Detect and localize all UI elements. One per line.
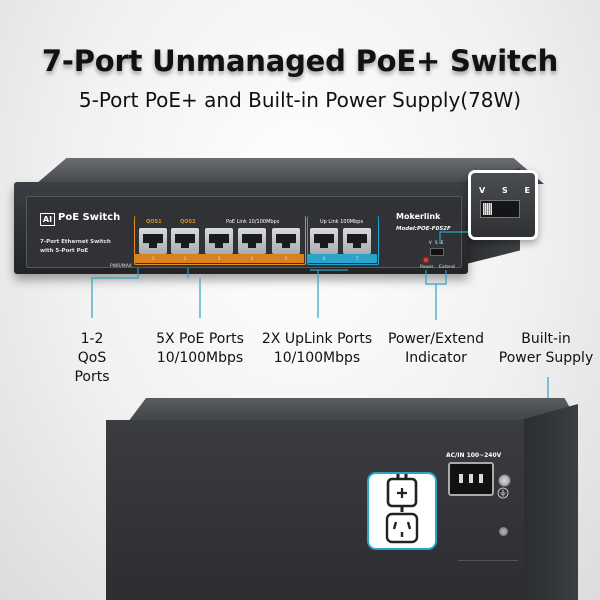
- back-panel-vent: [458, 560, 518, 571]
- port-number: 5: [284, 257, 288, 262]
- poe-callout-line2: 10/100Mbps: [156, 350, 244, 366]
- indicator-callout-line2: Indicator: [405, 350, 467, 366]
- uplink-port-group: [307, 216, 379, 265]
- ethernet-port-2[interactable]: [171, 228, 199, 254]
- poe-color-strip: [134, 254, 304, 263]
- uplink-group-label: Up Link 100Mbps: [320, 219, 364, 225]
- ethernet-port-7[interactable]: [343, 228, 371, 254]
- vse-mode-switch[interactable]: [430, 248, 444, 256]
- model-number: Model:POE-F052F: [396, 226, 451, 232]
- qos-callout-line1: 1-2: [80, 331, 104, 347]
- uplink-callout-line2: 10/100Mbps: [273, 350, 361, 366]
- ethernet-port-4[interactable]: [238, 228, 266, 254]
- qos-callout-line2: QoS Ports: [74, 350, 110, 385]
- zoom-vse-label: V S E: [479, 186, 537, 195]
- indicator-callout-line1: Power/Extend: [387, 331, 485, 347]
- ethernet-port-1[interactable]: [139, 228, 167, 254]
- ethernet-port-6[interactable]: [310, 228, 338, 254]
- indicator-callout-line: [425, 270, 447, 285]
- poe-group-label: PoE Link 10/100Mbps: [226, 219, 280, 225]
- power-led-icon: [424, 258, 428, 262]
- poe-callout: 5X PoE Ports 10/100Mbps: [140, 330, 260, 368]
- uplink-callout: 2X UpLink Ports 10/100Mbps: [254, 330, 380, 368]
- ethernet-port-5[interactable]: [272, 228, 300, 254]
- pwr-max-label: PWR/MAX: [110, 264, 132, 269]
- power-plug-card: [367, 472, 437, 550]
- switch-back-body: [106, 420, 524, 600]
- port-number: 1: [151, 257, 155, 262]
- port-number: 7: [355, 257, 359, 262]
- ai-badge: AI: [40, 213, 55, 226]
- ac-input-label: AC/IN 100~240V: [446, 452, 502, 459]
- port-number: 6: [322, 257, 326, 262]
- description-line-2: with 5-Port PoE: [40, 248, 89, 254]
- uplink-callout-line1: 2X UpLink Ports: [261, 331, 373, 347]
- port-number: 4: [250, 257, 254, 262]
- product-name: PoE Switch: [58, 212, 121, 223]
- ground-symbol-icon: [497, 487, 509, 499]
- switch-back-side: [522, 404, 578, 600]
- qos1-label: QOS1: [146, 219, 162, 225]
- description-line-1: 7-Port Ethernet Switch: [40, 239, 111, 245]
- uplink-color-strip: [307, 254, 377, 263]
- poe-callout-line1: 5X PoE Ports: [156, 331, 244, 347]
- qos-callout-line: [91, 268, 139, 318]
- power-supply-callout-line2: Power Supply: [498, 350, 594, 366]
- zoom-mode-slider: [480, 200, 520, 218]
- vse-switch-label: V S E: [429, 240, 445, 245]
- slider-knob-icon: [483, 203, 492, 215]
- qos2-label: QOS2: [180, 219, 196, 225]
- ethernet-port-3[interactable]: [205, 228, 233, 254]
- headline: 7-Port Unmanaged PoE+ Switch: [41, 44, 559, 78]
- port-number: 3: [217, 257, 221, 262]
- product-description: 7-Port Ethernet Switch with 5-Port PoE: [40, 238, 130, 256]
- subheadline: 5-Port PoE+ and Built-in Power Supply(78…: [78, 88, 522, 112]
- screw-icon: [499, 527, 508, 536]
- ac-power-socket[interactable]: [448, 462, 494, 496]
- power-plug-icon: [385, 474, 419, 544]
- ground-screw-icon: [498, 474, 511, 487]
- led-power-label: Power: [420, 265, 434, 270]
- port-number: 2: [183, 257, 187, 262]
- socket-pin: [469, 474, 473, 483]
- socket-pin: [459, 474, 463, 483]
- led-extend-label: Extend: [439, 265, 455, 270]
- power-supply-callout-line1: Built-in: [521, 331, 571, 347]
- qos-callout: 1-2 QoS Ports: [62, 330, 122, 387]
- power-supply-callout: Built-in Power Supply: [494, 330, 598, 368]
- socket-pin: [479, 474, 483, 483]
- poe-port-group: [134, 216, 306, 265]
- zoom-callout-line: [439, 231, 468, 244]
- switch-back-top: [128, 398, 578, 422]
- brand-logo: Mokerlink: [396, 212, 441, 221]
- indicator-callout: Power/Extend Indicator: [384, 330, 488, 368]
- switch-front-top: [36, 158, 544, 184]
